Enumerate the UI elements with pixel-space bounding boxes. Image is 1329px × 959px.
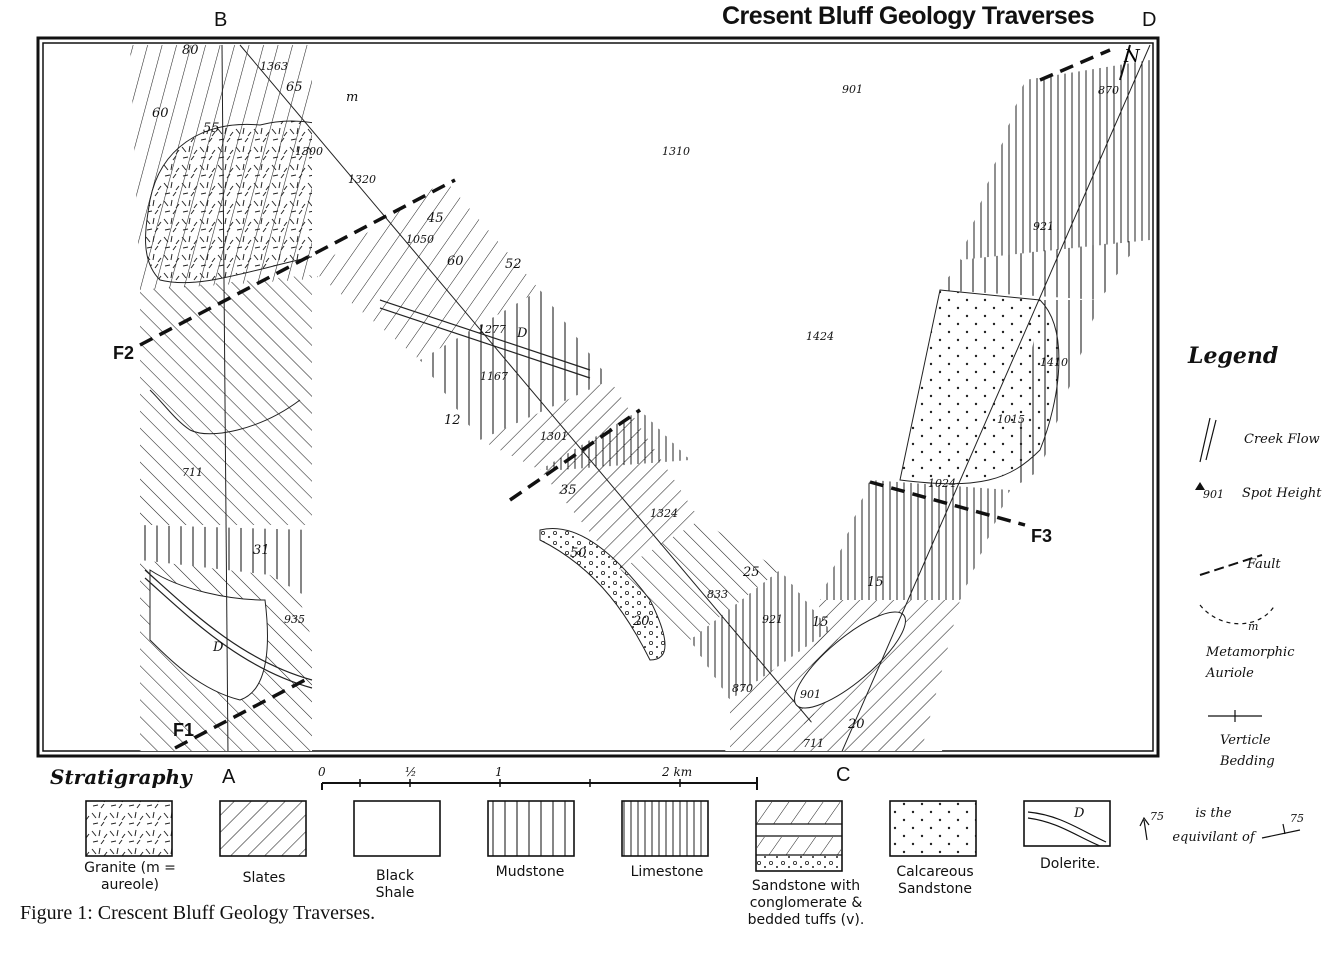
spot-height: 921 xyxy=(762,613,783,626)
strat-label-dolerite: Dolerite. xyxy=(1039,856,1101,872)
strat-label-slates: Slates xyxy=(242,870,286,886)
traverse-cd xyxy=(794,44,1151,751)
dip-value: 60 xyxy=(447,254,464,269)
fault-f1 xyxy=(174,678,306,750)
scale-bar xyxy=(321,777,758,790)
dip-value: 65 xyxy=(286,80,303,95)
corner-d: D xyxy=(1142,9,1157,31)
unit-letter-d: D xyxy=(213,640,224,655)
spot-height: 901 xyxy=(800,688,821,701)
spot-height: 711 xyxy=(803,737,824,750)
equiv-dip-a: 75 xyxy=(1150,810,1164,823)
dip-value: 35 xyxy=(560,483,577,498)
stratigraphy-title: Stratigraphy xyxy=(50,765,192,789)
legend-aureole-m: m xyxy=(1248,620,1259,633)
equiv-dip-b: 75 xyxy=(1290,812,1304,825)
map-frame-inner xyxy=(42,42,1154,752)
dip-value: 50 xyxy=(570,546,587,561)
figure-caption: Figure 1: Crescent Bluff Geology Travers… xyxy=(20,902,376,924)
north-arrow: N xyxy=(1119,44,1141,81)
spot-height: 921 xyxy=(1033,220,1054,233)
fault-f2 xyxy=(139,178,456,347)
scale-label-1: 1 xyxy=(495,765,503,779)
dip-value: 25 xyxy=(743,565,760,580)
dip-value: 15 xyxy=(867,575,884,590)
legend-fault-label: Fault xyxy=(1247,557,1281,572)
unit-letter-d: D xyxy=(517,326,528,341)
dip-value: 15 xyxy=(812,615,829,630)
legend-spot-symbol: 901 xyxy=(1203,488,1224,501)
svg-text:N: N xyxy=(1123,46,1141,67)
strat-label-limestone: Limestone xyxy=(630,864,704,880)
strat-label-sandstone: Sandstone with conglomerate & bedded tuf… xyxy=(747,878,865,928)
dip-value: 45 xyxy=(427,211,444,226)
spot-height: 1301 xyxy=(540,430,568,443)
dip-value: 31 xyxy=(253,543,270,558)
strat-boxes xyxy=(85,800,1111,872)
scale-label-half: ½ xyxy=(405,765,417,779)
equiv-text: is the equivilant of xyxy=(1172,806,1255,845)
legend-aureole-label: Metamorphic Auriole xyxy=(1206,645,1295,681)
fault-d xyxy=(1039,48,1111,82)
spot-height: 1310 xyxy=(662,145,690,158)
spot-height: 1324 xyxy=(650,507,678,520)
map-frame-outer xyxy=(36,36,1160,758)
strat-label-black-shale: Black Shale xyxy=(375,868,415,901)
legend-creek-label: Creek Flow xyxy=(1244,432,1320,447)
spot-height: 935 xyxy=(284,613,305,626)
spot-height: 870 xyxy=(732,682,753,695)
dip-value: 52 xyxy=(505,257,522,272)
spot-height: 1167 xyxy=(480,370,508,383)
spot-height: 1300 xyxy=(295,145,323,158)
fault-f3 xyxy=(869,480,1026,527)
dip-value: 20 xyxy=(848,717,865,732)
fault-label-f3: F3 xyxy=(1031,526,1053,546)
spot-height: 1363 xyxy=(260,60,288,73)
spot-height: 833 xyxy=(707,588,728,601)
spot-height: 1277 xyxy=(478,323,506,336)
scale-label-2km: 2 km xyxy=(662,765,693,779)
dip-value: 55 xyxy=(203,121,220,136)
spot-height: 1015 xyxy=(997,413,1025,426)
legend-symbols xyxy=(1139,417,1301,841)
legend-spot-label: Spot Height xyxy=(1242,486,1322,501)
spot-height: 901 xyxy=(842,83,863,96)
spot-height: 1024 xyxy=(928,477,956,490)
dip-value: 20 xyxy=(633,614,650,629)
legend-title: Legend xyxy=(1188,343,1279,369)
strat-label-mudstone: Mudstone xyxy=(495,864,565,880)
dip-value: 80 xyxy=(182,43,199,58)
spot-height: 1410 xyxy=(1040,356,1068,369)
strat-label-calc-sandstone: Calcareous Sandstone xyxy=(896,864,974,897)
spot-height: 1320 xyxy=(348,173,376,186)
corner-b: B xyxy=(214,9,228,31)
corner-c: C xyxy=(836,764,851,786)
unit-letter-m: m xyxy=(346,90,359,105)
fault-label-f2: F2 xyxy=(113,343,135,363)
dip-value: 12 xyxy=(444,413,461,428)
corner-a: A xyxy=(222,766,236,788)
scale-label-0: 0 xyxy=(318,765,326,779)
strat-label-granite: Granite (m = aureole) xyxy=(84,860,176,893)
spot-height: 1050 xyxy=(406,233,434,246)
fault-bc xyxy=(509,408,641,502)
strat-dolerite-letter: D xyxy=(1074,806,1085,821)
fault-label-f1: F1 xyxy=(173,720,195,740)
spot-height: 870 xyxy=(1098,84,1119,97)
spot-height: 711 xyxy=(182,466,203,479)
spot-height: 1424 xyxy=(806,330,834,343)
legend-vertical-label: Verticle Bedding xyxy=(1220,733,1275,769)
map-title: Cresent Bluff Geology Traverses xyxy=(722,2,1095,30)
dip-value: 60 xyxy=(152,106,169,121)
